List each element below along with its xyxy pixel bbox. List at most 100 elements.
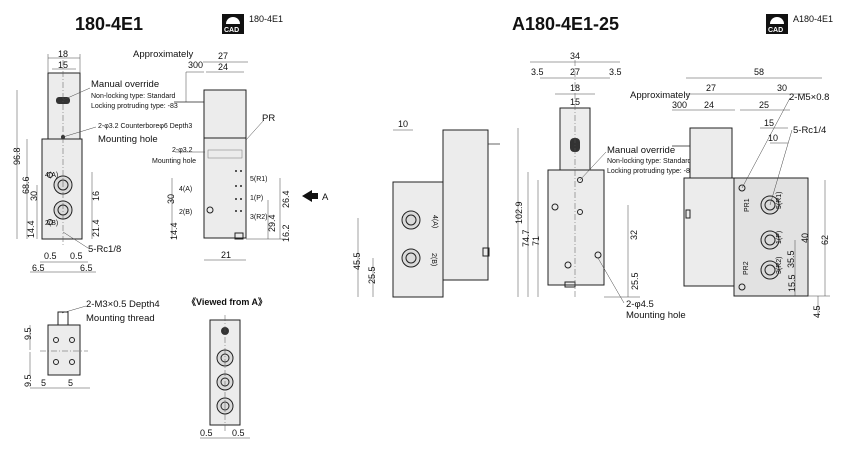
r-note-rc14: 5-Rc1/4 [793,125,826,136]
svg-text:CAD: CAD [224,27,239,34]
side-port-5r1: 5(R1) [250,176,268,183]
dim-r-10b: 10 [768,133,778,143]
dim-r-30: 30 [777,83,787,93]
dim-r-34: 34 [570,51,580,61]
end-port-3r2: 3(R2) [776,256,783,274]
svg-text:CAD: CAD [768,27,783,34]
port-pr1: PR1 [744,198,751,212]
side-port-4a: 4(A) [179,186,192,193]
arrow-a-label: A [322,192,329,203]
right-title: A180-4E1-25 [512,14,619,34]
dim-r-45-5: 45.5 [352,252,362,270]
dim-27: 27 [218,51,228,61]
right-side-view: 34 27 3.5 3.5 18 15 102.9 74.7 71 32 25.… [514,51,640,298]
dim-bottom-9-5a: 9.5 [23,327,33,340]
dim-r-15b: 15 [764,118,774,128]
dim-b6-5a: 6.5 [32,263,45,273]
r-note-locking: Locking protruding type: -83 [607,168,694,175]
note-manual-override: Manual override [91,79,159,90]
dim-r-71: 71 [531,236,541,246]
r-note-manual-override: Manual override [607,145,675,156]
dim-r-25: 25 [759,100,769,110]
dim-r-102-9: 102.9 [514,201,524,224]
viewed-from-a-label: 《Viewed from A》 [187,297,267,307]
note-counterbore: 2-φ3.2 Counterboreφ6 Depth3 [98,123,192,130]
note-pr: PR [262,113,275,124]
dim-24: 24 [218,62,228,72]
dim-side-21: 21 [221,250,231,260]
dim-viewa-0-5a: 0.5 [200,428,213,438]
right-end-view: Approximately 58 27 30 300 24 25 15 10 P… [630,67,830,318]
side-port-3r2: 3(R2) [250,214,268,221]
note-m3-thread: 2-M3×0.5 Depth4 [86,299,160,310]
dim-bottom-5b: 5 [68,378,73,388]
view-a-drawing: 0.5 0.5 [200,315,250,439]
dim-r-27b: 27 [706,83,716,93]
dim-r-25-5b: 25.5 [630,272,640,290]
end-port-5r1: 5(R1) [776,191,783,209]
note-mounting-hole-2: Mounting hole [152,158,196,165]
dim-r-10: 10 [398,119,408,129]
dim-b6-5b: 6.5 [80,263,93,273]
right-cad-icon[interactable]: CAD [766,14,788,34]
dim-300: 300 [188,60,203,70]
left-bottom-view: 9.5 9.5 5 5 [23,311,90,389]
dim-16: 16 [91,191,101,201]
left-title: 180-4E1 [75,14,143,34]
right-front-port-2b: 2(B) [430,253,437,266]
dim-r-15-5: 15.5 [787,274,797,292]
dim-b0-5b: 0.5 [70,251,83,261]
right-front-port-4a: 4(A) [431,215,438,228]
dim-14-4: 14.4 [26,220,36,238]
dim-bottom-9-5b: 9.5 [23,374,33,387]
end-port-1p: 1(P) [776,231,783,244]
right-front-view: 4(A) 2(B) 10 45.5 25.5 [352,119,500,298]
dim-21-4: 21.4 [91,219,101,237]
dim-29-4: 29.4 [267,214,277,232]
dim-r-300: 300 [672,100,687,110]
dim-b0-5a: 0.5 [44,251,57,261]
note-phi32: 2-φ3.2 [172,147,193,154]
r-note-approximately: Approximately [630,90,690,101]
left-cad-label: 180-4E1 [249,14,283,24]
front-port-4a: 4(A) [45,172,58,179]
left-side-view: Approximately 27 24 300 4(A) 2(B) 30 14.… [133,49,291,261]
view-arrow-icon [302,190,318,202]
dim-r-32: 32 [629,230,639,240]
dim-96-8: 96.8 [12,147,22,165]
note-locking: Locking protruding type: -83 [91,103,178,110]
dim-68-6: 68.6 [21,176,31,194]
side-port-1p: 1(P) [250,195,263,202]
dim-26-4: 26.4 [281,190,291,208]
dim-viewa-0-5b: 0.5 [232,428,245,438]
dim-r-24: 24 [704,100,714,110]
side-port-2b: 2(B) [179,209,192,216]
port-pr2: PR2 [743,261,750,275]
dim-r-3-5b: 3.5 [609,67,622,77]
note-nonlock: Non-locking type: Standard [91,93,176,100]
dim-r-58: 58 [754,67,764,77]
dim-r-62: 62 [820,235,830,245]
r-note-mounting-hole: Mounting hole [626,310,686,321]
dim-r-74-7: 74.7 [521,229,531,247]
dim-30: 30 [29,191,39,201]
left-front-view: 4(A) 2(B) 18 15 96.8 68.6 30 14.4 16 21.… [12,49,101,273]
note-mounting-thread: Mounting thread [86,313,155,324]
right-cad-label: A180-4E1 [793,14,833,24]
r-note-phi45: 2-φ4.5 [626,299,654,310]
dim-r-40: 40 [800,233,810,243]
r-note-m5: 2-M5×0.8 [789,92,829,103]
note-mounting-hole: Mounting hole [98,134,158,145]
note-approximately: Approximately [133,49,193,60]
left-cad-icon[interactable]: CAD [222,14,244,34]
r-note-nonlock: Non-locking type: Standard [607,158,692,165]
dim-r-3-5a: 3.5 [531,67,544,77]
dim-side-30: 30 [166,194,176,204]
front-port-2b: 2(B) [45,220,58,227]
dim-r-25-5: 25.5 [367,266,377,284]
note-rc18: 5-Rc1/8 [88,244,121,255]
dim-16-2: 16.2 [281,224,291,242]
dim-side-14-4: 14.4 [169,222,179,240]
dim-r-35-5: 35.5 [786,250,796,268]
